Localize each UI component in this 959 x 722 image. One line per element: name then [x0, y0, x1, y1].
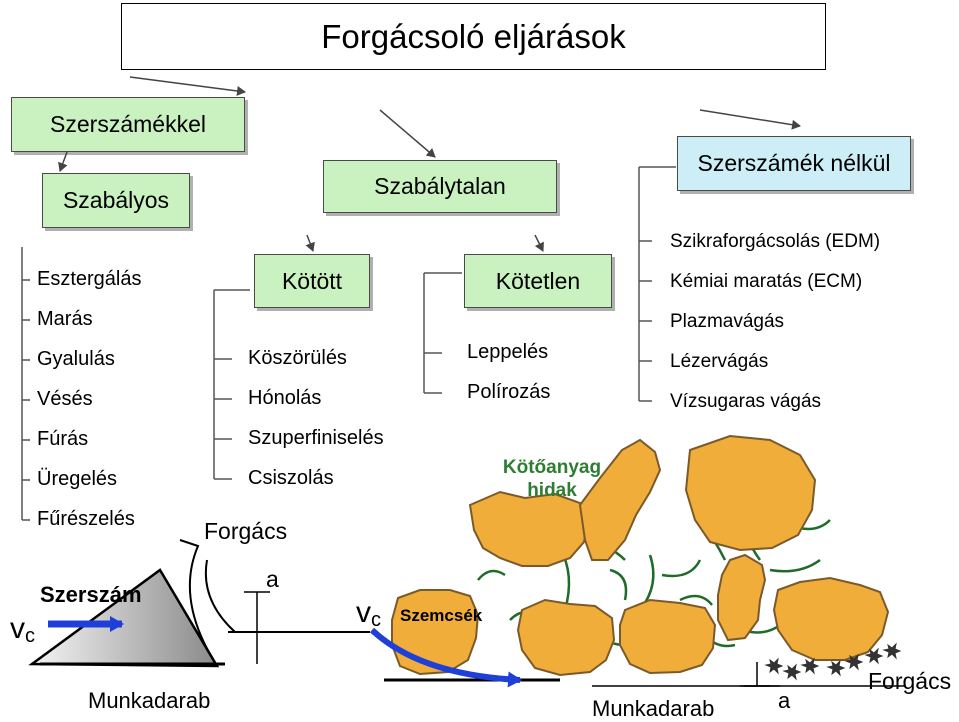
- grain-3: [684, 434, 817, 552]
- grain-1: [468, 490, 590, 567]
- bonded-method-3: Szuperfiniselés: [248, 427, 384, 449]
- bracket-bonded: [213, 289, 250, 480]
- workpiece-label-left: Munkadarab: [88, 688, 211, 713]
- velocity-subscript-left: c: [25, 625, 35, 648]
- grain-4: [717, 553, 767, 642]
- toolless-method-4: Lézervágás: [670, 351, 769, 372]
- chip-label-right: Forgács: [868, 668, 952, 694]
- unbonded-box: Kötetlen: [464, 254, 612, 308]
- depth-marker-left: [244, 591, 270, 664]
- irregular-label: Szabálytalan: [374, 173, 506, 199]
- depth-label-right: a: [778, 688, 791, 713]
- bonded-method-4: Csiszolás: [248, 467, 334, 489]
- bonding-bridges-label: Kötőanyag hidak: [482, 456, 622, 502]
- connector-to-bonded: [305, 234, 315, 252]
- grain-5: [391, 589, 480, 676]
- regular-method-5: Fúrás: [37, 428, 89, 450]
- regular-box: Szabályos: [42, 173, 190, 228]
- regular-method-4: Vésés: [37, 388, 93, 410]
- irregular-box: Szabálytalan: [323, 160, 557, 213]
- regular-method-2: Marás: [37, 308, 93, 330]
- bonded-method-1: Köszörülés: [248, 347, 347, 369]
- velocity-symbol-left: v: [10, 612, 25, 645]
- toolless-method-1: Szikraforgácsolás (EDM): [670, 231, 881, 252]
- bracket-unbonded: [423, 272, 462, 394]
- grain-6: [516, 598, 616, 677]
- bonded-label: Kötött: [281, 267, 343, 294]
- velocity-label-left: vc: [10, 612, 35, 648]
- chip-outline-left: [179, 539, 236, 667]
- without-tools-box: Szerszámék nélkül: [677, 136, 911, 191]
- page-title: Forgácsoló eljárások: [321, 17, 626, 55]
- velocity-subscript-right: c: [371, 609, 381, 632]
- connector-to-regular: [58, 151, 68, 172]
- regular-method-7: Fűrészelés: [37, 508, 135, 530]
- unbonded-method-1: Leppelés: [467, 341, 549, 363]
- regular-label: Szabályos: [62, 187, 170, 213]
- without-tools-label: Szerszámék nélkül: [697, 150, 891, 176]
- bonding-bridges-text: Kötőanyag hidak: [502, 457, 602, 501]
- regular-method-6: Üregelés: [37, 468, 118, 490]
- velocity-symbol-right: v: [356, 596, 371, 629]
- depth-label-left: a: [266, 566, 279, 592]
- bracket-regular: [21, 247, 30, 521]
- connector-to-unbonded: [534, 234, 544, 252]
- bracket-without-tools: [638, 166, 676, 402]
- workpiece-label-right: Munkadarab: [592, 696, 715, 721]
- connector-title-to-irregular: [379, 109, 436, 158]
- toolless-method-3: Plazmavágás: [670, 311, 785, 332]
- velocity-label-right: vc: [356, 596, 381, 632]
- regular-method-1: Esztergálás: [37, 268, 142, 290]
- with-tools-box: Szerszámékkel: [11, 97, 245, 152]
- abrasive-grains: [391, 434, 890, 677]
- chip-particles: [764, 642, 902, 681]
- toolless-method-5: Vízsugaras vágás: [670, 391, 822, 412]
- velocity-arrow-right: [369, 627, 522, 688]
- chip-label-left: Forgács: [204, 518, 288, 544]
- toolless-method-2: Kémiai maratás (ECM): [670, 271, 863, 292]
- unbonded-method-2: Polírozás: [467, 381, 551, 403]
- bonded-box: Kötött: [254, 254, 370, 308]
- unbonded-label: Kötetlen: [495, 267, 581, 294]
- grains-label: Szemcsék: [400, 606, 483, 625]
- bonded-method-2: Hónolás: [248, 387, 322, 409]
- connector-title-to-without-tools: [699, 109, 801, 130]
- tool-label: Szerszám: [40, 582, 142, 607]
- grain-8: [772, 576, 890, 661]
- grain-2: [578, 438, 662, 561]
- grain-7: [619, 598, 717, 675]
- with-tools-label: Szerszámékkel: [50, 111, 206, 137]
- connector-title-to-with-tools: [129, 76, 246, 96]
- regular-method-3: Gyalulás: [37, 348, 115, 370]
- depth-marker-right: [744, 662, 770, 687]
- title-box: Forgácsoló eljárások: [121, 3, 826, 70]
